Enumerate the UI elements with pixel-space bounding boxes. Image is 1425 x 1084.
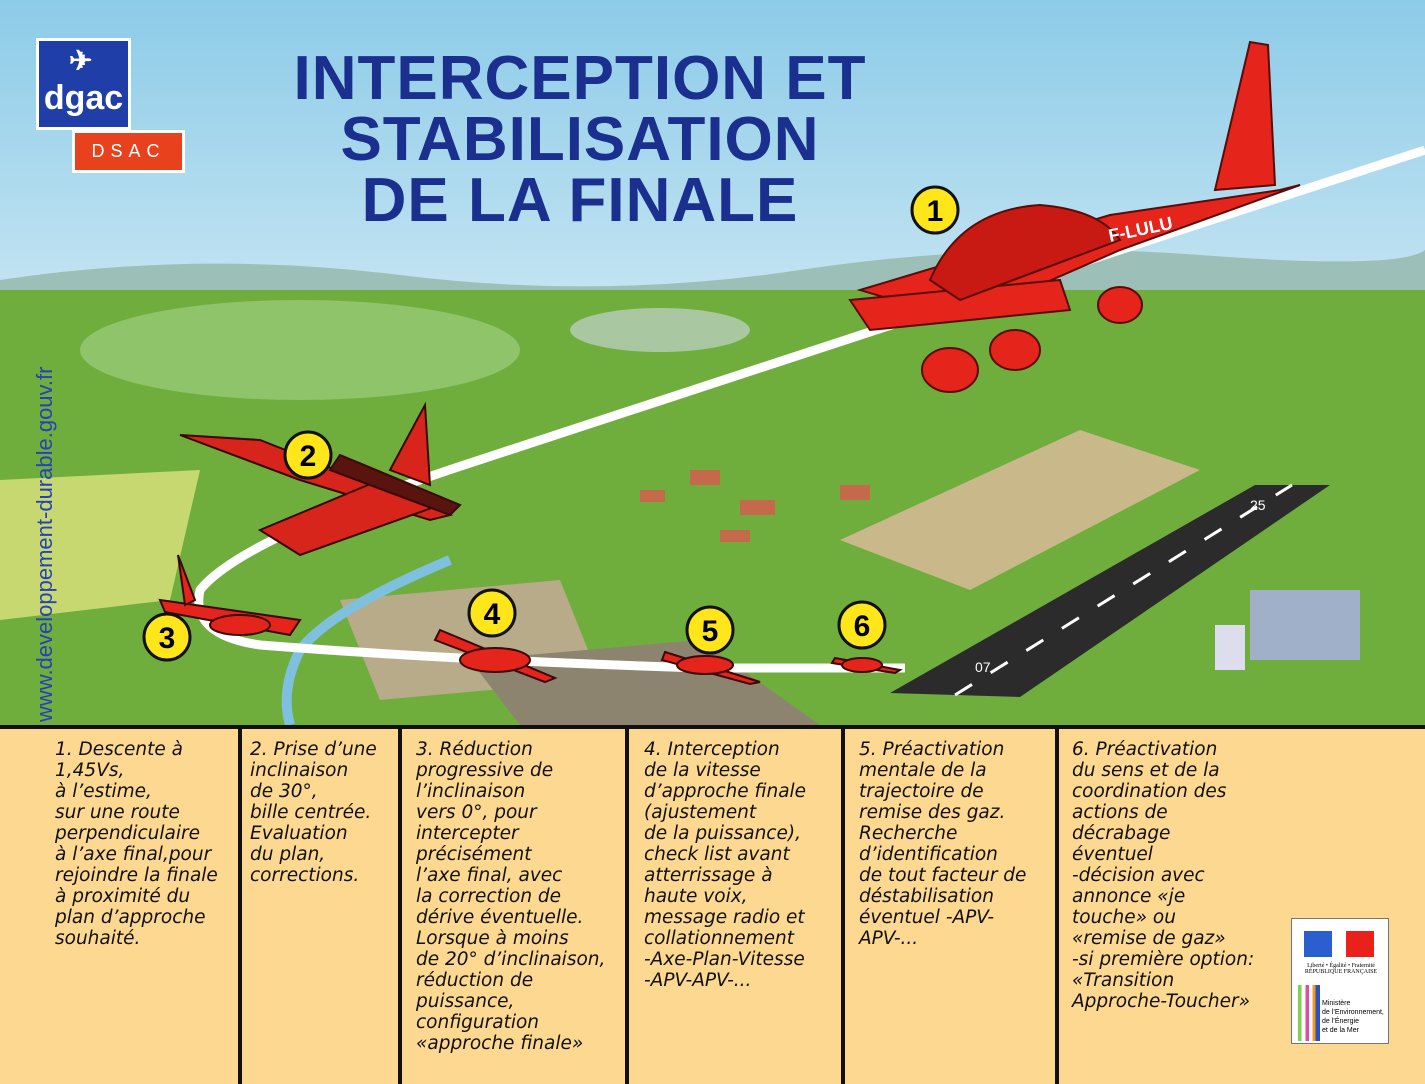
svg-text:1: 1 xyxy=(927,195,944,228)
marianne-flag-icon xyxy=(1304,931,1374,957)
approach-illustration: 07 25 F-LULU 1 2 3 4 5 6 xyxy=(0,0,1425,725)
dsac-label: DSAC xyxy=(72,130,185,173)
marker-6: 6 xyxy=(837,600,887,650)
motto: Liberté • Égalité • Fraternité xyxy=(1307,963,1375,969)
website-url: www.developpement-durable.gouv.fr xyxy=(32,366,57,722)
aircraft-1 xyxy=(848,40,1301,393)
field xyxy=(0,470,200,620)
dgac-logo: ✈dgac xyxy=(36,38,131,130)
marker-2: 2 xyxy=(283,430,333,480)
aircraft-6 xyxy=(830,656,903,675)
color-bars-icon xyxy=(1298,985,1320,1041)
marker-3: 3 xyxy=(142,612,192,662)
logo-text: dgac xyxy=(43,79,124,117)
title-line: STABILISATION xyxy=(340,105,820,174)
step-markers: 1 2 3 4 5 6 xyxy=(142,185,960,662)
svg-text:6: 6 xyxy=(854,610,871,643)
runway-number-25: 25 xyxy=(1250,497,1266,513)
svg-text:4: 4 xyxy=(484,598,501,631)
step-5: 5. Préactivation mentale de la trajectoi… xyxy=(845,729,1059,1084)
step-4: 4. Interception de la vitesse d’approche… xyxy=(629,729,845,1084)
title-line: DE LA FINALE xyxy=(361,166,799,235)
marker-5: 5 xyxy=(685,605,735,655)
field xyxy=(840,430,1200,590)
village xyxy=(640,470,870,542)
marker-4: 4 xyxy=(467,588,517,638)
step-2: 2. Prise d’une inclinaison de 30°, bille… xyxy=(242,729,402,1084)
republic-name: RÉPUBLIQUE FRANÇAISE xyxy=(1304,969,1378,975)
page-title: INTERCEPTION ET STABILISATION DE LA FINA… xyxy=(230,44,930,235)
hangar xyxy=(1250,590,1360,660)
aircraft-5 xyxy=(660,650,761,686)
runway xyxy=(890,485,1330,697)
sky xyxy=(0,0,1425,300)
step-1: 1. Descente à 1,45Vs, à l’estime, sur un… xyxy=(0,729,242,1084)
aircraft-4 xyxy=(433,628,558,684)
step-6: 6. Préactivation du sens et de la coordi… xyxy=(1072,739,1255,1012)
svg-text:2: 2 xyxy=(300,440,317,473)
field xyxy=(570,308,750,352)
river xyxy=(281,555,452,725)
svg-text:3: 3 xyxy=(159,622,176,655)
marker-1: 1 xyxy=(910,185,960,235)
title-line: INTERCEPTION ET xyxy=(293,44,867,113)
aircraft-3 xyxy=(158,554,302,637)
ministry-name: Ministère de l’Environnement, de l’Énerg… xyxy=(1322,1000,1384,1034)
tower xyxy=(1215,625,1245,670)
svg-text:5: 5 xyxy=(702,615,719,648)
runway-number-07: 07 xyxy=(975,659,991,675)
forest xyxy=(80,300,520,400)
bird-icon: ✈ xyxy=(69,45,93,76)
steps-panel: 1. Descente à 1,45Vs, à l’estime, sur un… xyxy=(0,725,1425,1084)
step-3: 3. Réduction progressive de l’inclinaiso… xyxy=(402,729,629,1084)
